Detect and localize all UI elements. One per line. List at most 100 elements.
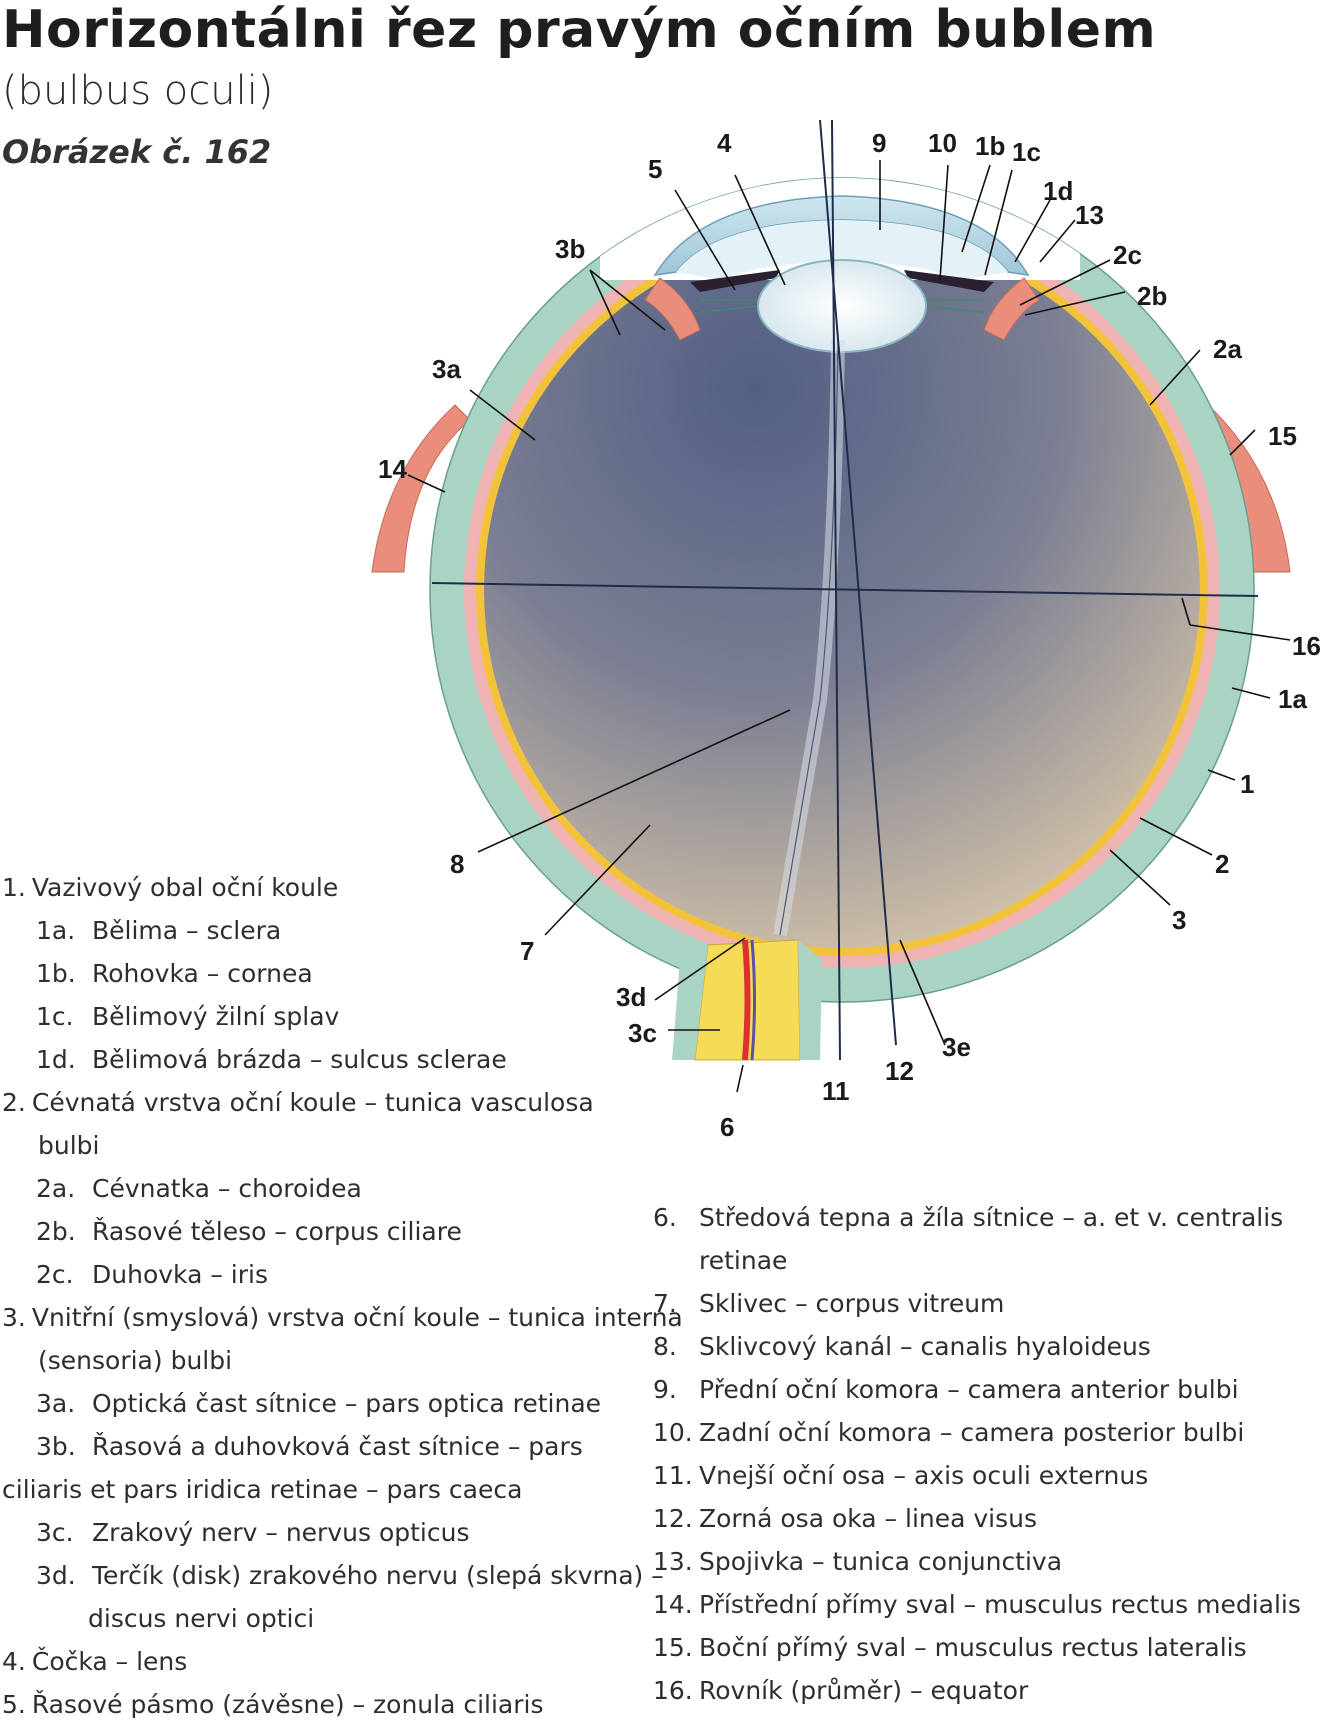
legend-item: bulbi	[2, 1124, 683, 1167]
label-11: 11	[822, 1076, 850, 1106]
legend-item: 3b. Řasová a duhovková čast sítnice – par…	[2, 1425, 683, 1468]
legend-item: retinae	[653, 1239, 1301, 1282]
label-3e: 3e	[942, 1032, 971, 1062]
legend-item-text: Zrakový nerv – nervus opticus	[92, 1518, 470, 1547]
label-3d: 3d	[616, 982, 646, 1012]
legend-item: 15.Boční přímý sval – musculus rectus la…	[653, 1626, 1301, 1669]
label-2: 2	[1215, 849, 1229, 879]
figure-number: Obrázek č. 162	[2, 133, 272, 171]
legend-item: 1b.Rohovka – cornea	[2, 952, 683, 995]
legend-item-number: 3.	[2, 1303, 26, 1332]
legend-item-text: Vnejší oční osa – axis oculi externus	[699, 1461, 1149, 1490]
label-3: 3	[1172, 905, 1186, 935]
legend-item-text: Spojivka – tunica conjunctiva	[699, 1547, 1063, 1576]
legend-item-number: 14.	[653, 1590, 693, 1619]
label-4: 4	[717, 128, 732, 158]
label-2c: 2c	[1113, 240, 1142, 270]
legend-item: 2a. Cévnatka – choroidea	[2, 1167, 683, 1210]
legend-item-number: 5.	[2, 1690, 26, 1719]
legend-item-number: 12.	[653, 1504, 693, 1533]
legend-item: 13.Spojivka – tunica conjunctiva	[653, 1540, 1301, 1583]
legend-item-number: 6.	[653, 1203, 677, 1232]
legend-item-text: Zorná osa oka – linea visus	[699, 1504, 1038, 1533]
legend-item-text: Vnitřní (smyslová) vrstva oční koule – t…	[31, 1303, 683, 1332]
legend-item-text: Středová tepna a žíla sítnice – a. et v.…	[699, 1203, 1284, 1232]
label-1c: 1c	[1012, 137, 1041, 167]
visual-axis-line	[819, 119, 897, 1046]
legend-item-number: 7.	[653, 1289, 677, 1318]
legend-item-number: 3a.	[36, 1389, 76, 1418]
legend-item: (sensoria) bulbi	[2, 1339, 683, 1382]
legend-item-number: 4.	[2, 1647, 26, 1676]
label-1b: 1b	[975, 131, 1005, 161]
optic-nerve-sheath	[672, 940, 822, 1060]
label-10: 10	[928, 128, 957, 158]
central-retinal-vein	[750, 939, 756, 1061]
legend-item-number: 16.	[653, 1676, 693, 1705]
central-retinal-vessel	[742, 939, 751, 1061]
legend-item-number: 3c.	[36, 1518, 74, 1547]
legend-item-text: Sklivec – corpus vitreum	[699, 1289, 1005, 1318]
legend-right: 6. Středová tepna a žíla sítnice – a. et …	[653, 1196, 1301, 1712]
legend-item-number: 3b.	[36, 1432, 76, 1461]
legend-item-number: 3d.	[36, 1561, 76, 1590]
legend-item-text: Bělimová brázda – sulcus sclerae	[92, 1045, 507, 1074]
legend-item-number: 2a.	[36, 1174, 76, 1203]
legend-item: discus nervi optici	[2, 1597, 683, 1640]
label-2b: 2b	[1137, 281, 1167, 311]
label-16: 16	[1292, 631, 1321, 661]
lens	[757, 259, 927, 353]
legend-item-text: Optická čast sítnice – pars optica retin…	[92, 1389, 602, 1418]
legend-item-text: Terčík (disk) zrakového nervu (slepá skv…	[92, 1561, 664, 1590]
legend-item: 2c.Duhovka – iris	[2, 1253, 683, 1296]
legend-item-text: ciliaris et pars iridica retinae – pars …	[2, 1475, 523, 1504]
legend-item: 4.Čočka – lens	[2, 1640, 683, 1683]
label-13: 13	[1075, 200, 1104, 230]
page-title: Horizontálni řez pravým očním bublem	[2, 0, 1157, 60]
legend-item-number: 2.	[2, 1088, 26, 1117]
legend-item-text: Boční přímý sval – musculus rectus later…	[699, 1633, 1247, 1662]
anterior-chamber	[676, 220, 1008, 280]
legend-item-number: 2b.	[36, 1217, 76, 1246]
legend-item-text: Rovník (průměr) – equator	[699, 1676, 1029, 1705]
legend-item: 3d. Terčík (disk) zrakového nervu (slepá …	[2, 1554, 683, 1597]
label-3a: 3a	[432, 354, 461, 384]
label-1a: 1a	[1278, 684, 1307, 714]
legend-item-number: 1d.	[36, 1045, 76, 1074]
legend-item: 2.Cévnatá vrstva oční koule – tunica vas…	[2, 1081, 683, 1124]
leader-lines	[407, 160, 1291, 1093]
legend-item: 12.Zorná osa oka – linea visus	[653, 1497, 1301, 1540]
legend-item-text: Zadní oční komora – camera posterior bul…	[699, 1418, 1245, 1447]
legend-item-text: Vazivový obal oční koule	[31, 873, 339, 902]
legend-item-text: Duhovka – iris	[92, 1260, 268, 1289]
legend-item: 3c. Zrakový nerv – nervus opticus	[2, 1511, 683, 1554]
legend-item: 1d. Bělimová brázda – sulcus sclerae	[2, 1038, 683, 1081]
legend-item: 16.Rovník (průměr) – equator	[653, 1669, 1301, 1712]
label-3c: 3c	[628, 1018, 657, 1048]
legend-item-text: Bělima – sclera	[92, 916, 282, 945]
legend-item-number: 1a.	[36, 916, 76, 945]
legend-item-text: Řasové pásmo (závěsne) – zonula ciliaris	[31, 1690, 544, 1719]
legend-item: 6. Středová tepna a žíla sítnice – a. et …	[653, 1196, 1301, 1239]
legend-item: 1c.Bělimový žilní splav	[2, 995, 683, 1038]
equator-line	[431, 582, 1259, 597]
legend-item: 5.Řasové pásmo (závěsne) – zonula ciliar…	[2, 1683, 683, 1726]
ciliary-body-left	[644, 277, 701, 341]
label-8: 8	[450, 849, 464, 879]
legend-item: 8.Sklivcový kanál – canalis hyaloideus	[653, 1325, 1301, 1368]
legend-item: 9.Přední oční komora – camera anterior b…	[653, 1368, 1301, 1411]
label-14: 14	[378, 454, 407, 484]
legend-item-text: Cévnatka – choroidea	[92, 1174, 362, 1203]
label-6: 6	[720, 1112, 734, 1142]
legend-left: 1.Vazivový obal oční koule 1a. Bělima – sc…	[2, 866, 683, 1726]
legend-item-number: 13.	[653, 1547, 693, 1576]
legend-item: 3.Vnitřní (smyslová) vrstva oční koule –…	[2, 1296, 683, 1339]
ciliary-body-right	[983, 277, 1040, 341]
label-7: 7	[520, 936, 534, 966]
legend-item-number: 11.	[653, 1461, 693, 1490]
legend-item: 14.Přístřední přímy sval – musculus rect…	[653, 1583, 1301, 1626]
legend-item-text: Řasová a duhovková čast sítnice – pars	[92, 1432, 583, 1461]
iris	[690, 270, 780, 292]
legend-item-number: 1.	[2, 873, 26, 902]
